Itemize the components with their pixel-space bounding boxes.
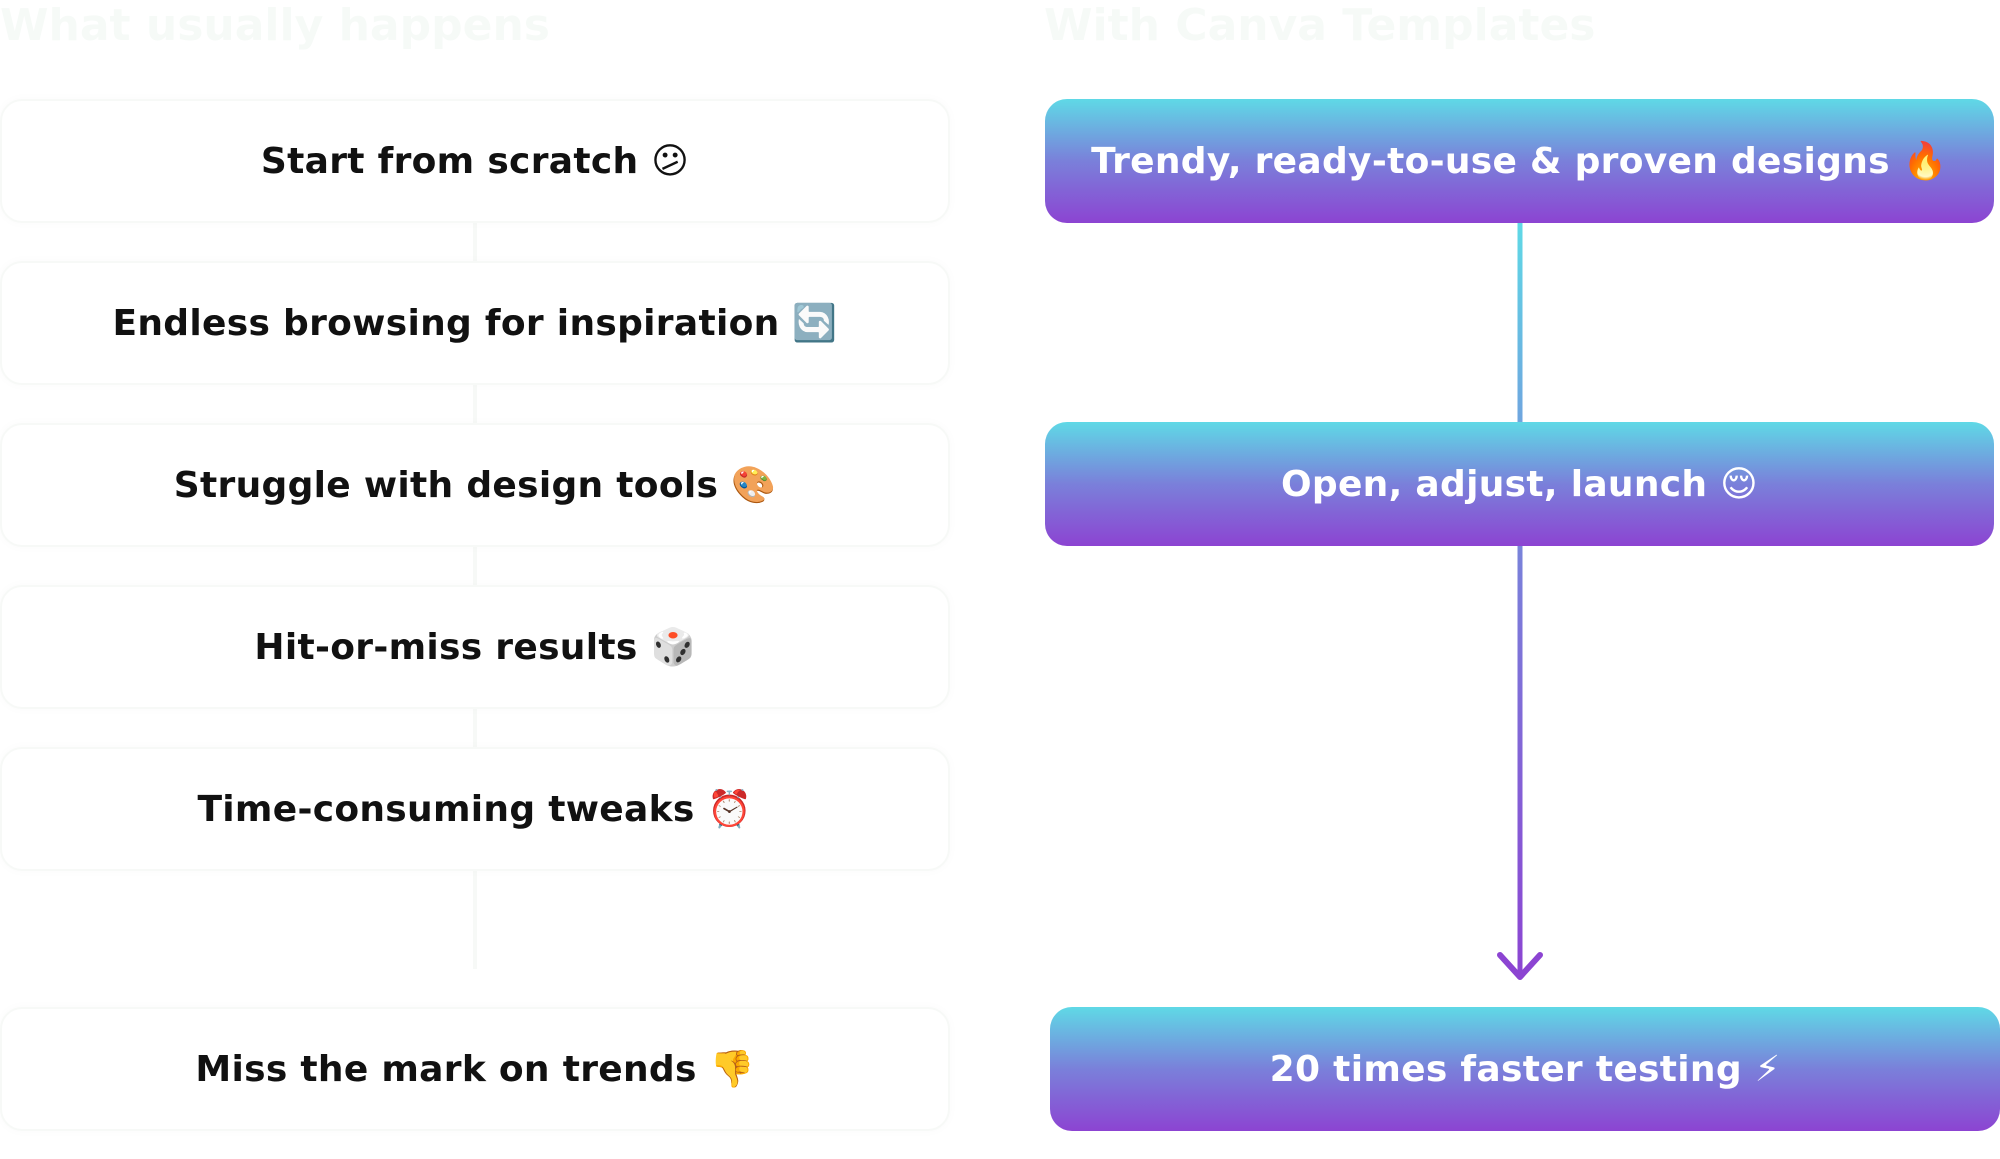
column-heading-with-templates: With Canva Templates [1044,0,1596,51]
step-label: Open, adjust, launch 😌 [1280,463,1759,505]
step-label: Time-consuming tweaks ⏰ [197,789,753,830]
step-card-hit-or-miss: Hit-or-miss results 🎲 [0,585,950,709]
step-label: Hit-or-miss results 🎲 [254,627,696,668]
step-box-faster-testing: 20 times faster testing ⚡ [1050,1007,2000,1131]
left-connector [473,221,477,263]
step-card-start-from-scratch: Start from scratch 😕 [0,99,950,223]
step-card-struggle-design-tools: Struggle with design tools 🎨 [0,423,950,547]
step-card-endless-browsing: Endless browsing for inspiration 🔄 [0,261,950,385]
step-label: Trendy, ready-to-use & proven designs 🔥 [1091,141,1948,182]
step-box-trendy-designs: Trendy, ready-to-use & proven designs 🔥 [1045,99,1994,223]
step-label: 20 times faster testing ⚡ [1269,1048,1781,1090]
arrow-head-icon [1497,952,1543,980]
step-label: Struggle with design tools 🎨 [173,465,777,506]
step-card-miss-the-mark: Miss the mark on trends 👎 [0,1007,950,1131]
step-label: Miss the mark on trends 👎 [195,1049,755,1090]
left-connector [473,545,477,587]
left-connector [473,869,477,969]
step-label: Endless browsing for inspiration 🔄 [112,303,838,344]
left-connector [473,707,477,749]
step-box-open-adjust-launch: Open, adjust, launch 😌 [1045,422,1994,546]
column-heading-without-templates: What usually happens [0,0,550,51]
step-label: Start from scratch 😕 [260,140,690,182]
step-card-time-consuming: Time-consuming tweaks ⏰ [0,747,950,871]
left-connector [473,383,477,425]
